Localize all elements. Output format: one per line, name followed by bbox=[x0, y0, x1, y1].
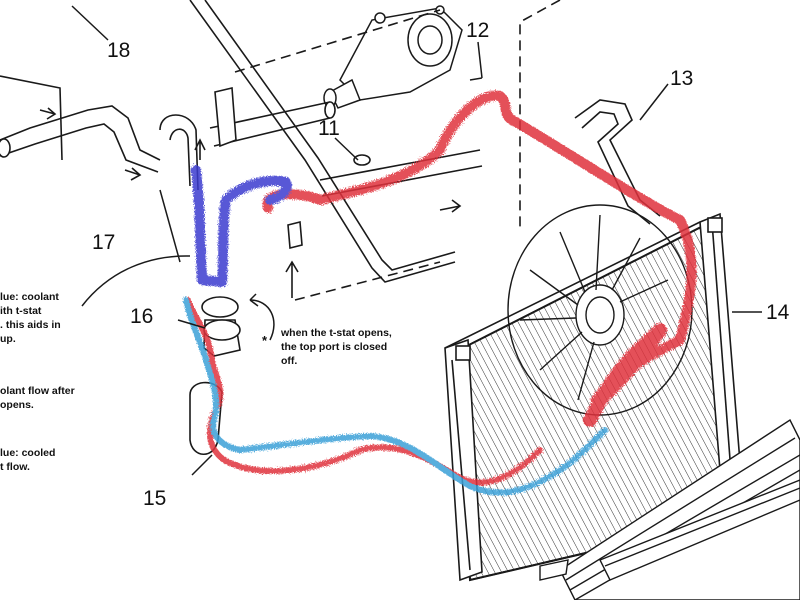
leader-18 bbox=[71, 5, 109, 41]
leader-note-dark-blue bbox=[81, 255, 191, 307]
leader-17 bbox=[159, 189, 181, 263]
leader-note-tstat bbox=[249, 293, 275, 341]
callout-15: 15 bbox=[143, 487, 167, 510]
leader-13 bbox=[639, 83, 669, 121]
note-tstat: when the t-stat opens, the top port is c… bbox=[281, 327, 392, 367]
callout-18: 18 bbox=[107, 39, 131, 62]
callout-17: 17 bbox=[92, 231, 116, 254]
water-pump bbox=[323, 5, 463, 109]
leader-11 bbox=[334, 137, 359, 161]
note-red: olant flow after opens. bbox=[0, 385, 75, 411]
callout-11: 11 bbox=[318, 117, 340, 140]
cooled-coolant-path bbox=[183, 297, 608, 496]
leader-12 bbox=[469, 41, 483, 81]
hot-coolant-path bbox=[262, 90, 697, 405]
oil-cooler bbox=[539, 418, 800, 601]
leader-15 bbox=[191, 454, 213, 476]
callout-leaders bbox=[71, 5, 762, 476]
callout-13: 13 bbox=[670, 67, 694, 90]
note-dark-blue: lue: coolant ith t-stat . this aids in u… bbox=[0, 291, 61, 345]
callout-12: 12 bbox=[466, 19, 490, 42]
note-star: * bbox=[262, 333, 268, 348]
thermostat-loop-path bbox=[191, 165, 292, 287]
callout-16: 16 bbox=[130, 305, 154, 328]
leader-16 bbox=[177, 319, 206, 329]
cooling-fan bbox=[507, 204, 693, 416]
note-light-blue: lue: cooled t flow. bbox=[0, 447, 56, 473]
thermostat-housing bbox=[201, 296, 241, 357]
callout-14: 14 bbox=[766, 301, 790, 324]
